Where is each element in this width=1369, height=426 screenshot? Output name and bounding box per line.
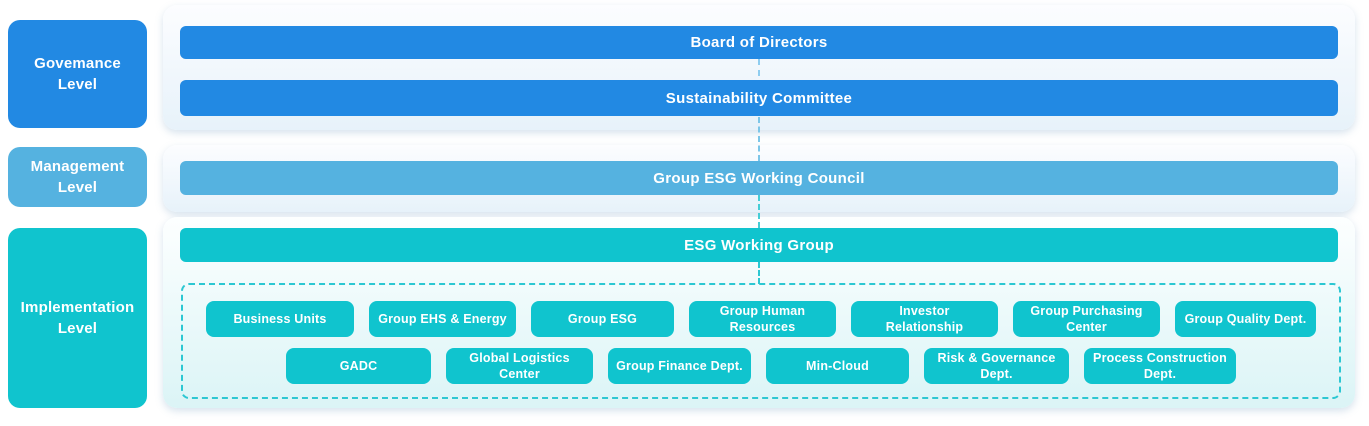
- connector-esg-group-to-units: [758, 262, 760, 284]
- unit-process-construction-dept: Process Construction Dept.: [1084, 348, 1236, 384]
- unit-investor-relationship: Investor Relationship: [851, 301, 998, 337]
- connector-committee-to-council: [758, 117, 760, 161]
- units-row-1: Business Units Group EHS & Energy Group …: [183, 301, 1339, 337]
- unit-group-purchasing-center: Group Purchasing Center: [1013, 301, 1160, 337]
- unit-group-finance-dept: Group Finance Dept.: [608, 348, 751, 384]
- group-esg-working-council-bar: Group ESG Working Council: [180, 161, 1338, 195]
- implementation-panel: ESG Working Group Business Units Group E…: [163, 217, 1355, 408]
- governance-level-label: Govemance Level: [8, 20, 147, 128]
- unit-group-human-resources: Group Human Resources: [689, 301, 836, 337]
- governance-panel: Board of Directors Sustainability Commit…: [163, 5, 1355, 130]
- unit-group-quality-dept: Group Quality Dept.: [1175, 301, 1316, 337]
- unit-min-cloud: Min-Cloud: [766, 348, 909, 384]
- connector-board-to-committee: [758, 59, 760, 76]
- unit-group-ehs-energy: Group EHS & Energy: [369, 301, 516, 337]
- sustainability-committee-bar: Sustainability Committee: [180, 80, 1338, 116]
- implementation-level-label: Implementation Level: [8, 228, 147, 408]
- unit-group-esg: Group ESG: [531, 301, 674, 337]
- units-row-2: GADC Global Logistics Center Group Finan…: [183, 348, 1339, 384]
- implementation-units-container: Business Units Group EHS & Energy Group …: [181, 283, 1341, 399]
- unit-global-logistics-center: Global Logistics Center: [446, 348, 593, 384]
- unit-gadc: GADC: [286, 348, 431, 384]
- unit-risk-governance-dept: Risk & Governance Dept.: [924, 348, 1069, 384]
- unit-business-units: Business Units: [206, 301, 354, 337]
- board-of-directors-bar: Board of Directors: [180, 26, 1338, 59]
- connector-council-to-esg-group: [758, 195, 760, 228]
- esg-working-group-bar: ESG Working Group: [180, 228, 1338, 262]
- management-level-label: Management Level: [8, 147, 147, 207]
